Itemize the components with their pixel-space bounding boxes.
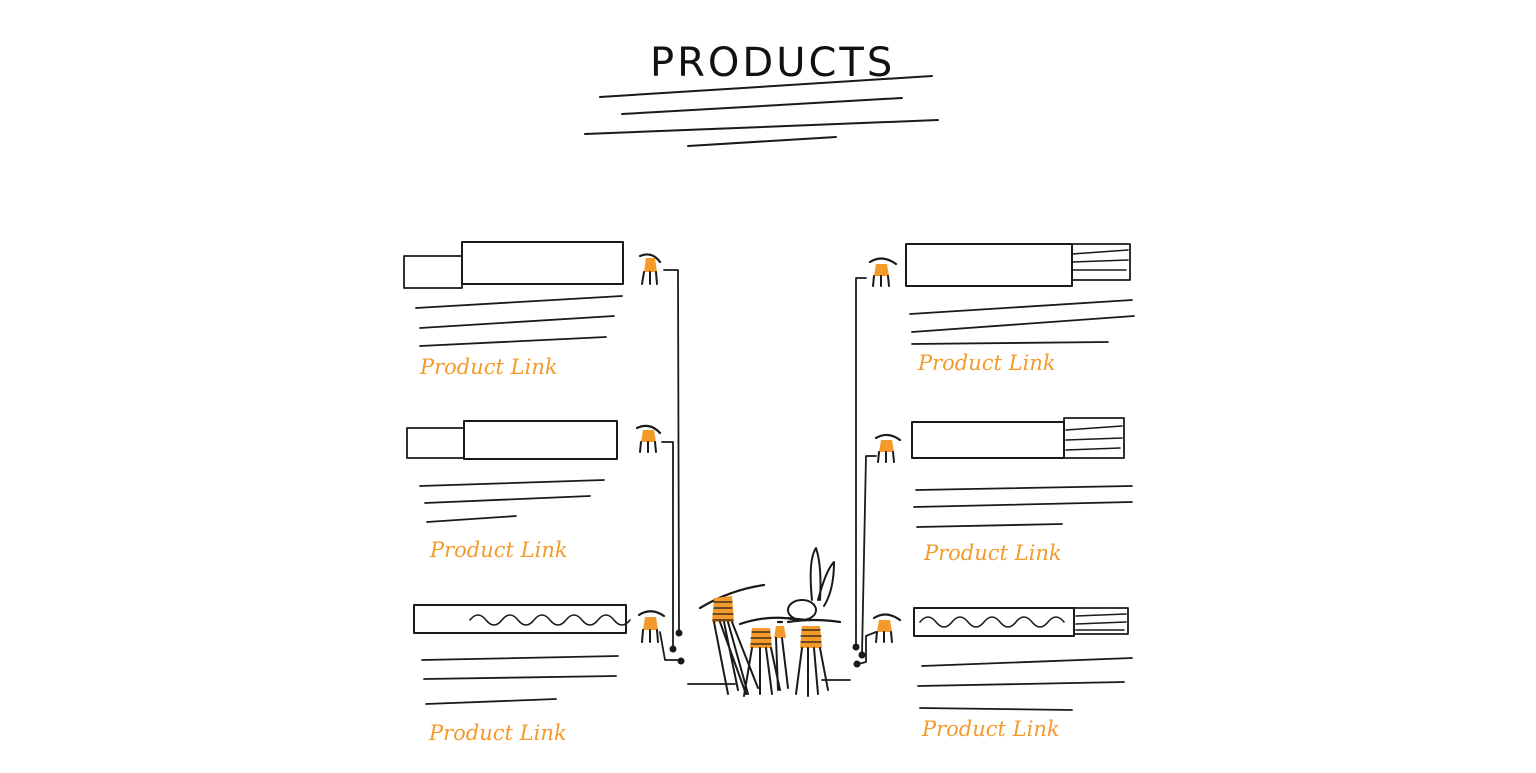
product-description-lines [917, 657, 1133, 711]
page-title: PRODUCTS [650, 40, 895, 86]
product-card[interactable]: Product Link [874, 417, 1133, 565]
product-column-left: Product Link Product Link [403, 241, 736, 745]
rocket-icon [638, 253, 662, 285]
product-image-placeholder [403, 241, 624, 289]
product-description-lines [415, 295, 623, 347]
product-image-placeholder [905, 243, 1131, 287]
product-link[interactable]: Product Link [917, 351, 1056, 375]
product-link[interactable]: Product Link [923, 541, 1062, 565]
rocket-icon [637, 610, 666, 643]
rocket-launch-illustration [698, 547, 842, 697]
rocket-icon [872, 613, 902, 643]
product-link[interactable]: Product Link [419, 355, 558, 379]
connector-lines-left [659, 269, 736, 685]
product-column-right: Product Link Product Link [821, 243, 1135, 741]
product-description-lines [913, 485, 1133, 528]
rocket-icon [635, 424, 662, 453]
product-description-lines [421, 655, 619, 705]
rocket-icon [874, 433, 902, 463]
product-link[interactable]: Product Link [428, 721, 567, 745]
product-description-lines [909, 299, 1135, 345]
connector-lines-right [821, 277, 877, 681]
rocket-icon [868, 257, 898, 287]
product-card[interactable]: Product Link [413, 604, 666, 745]
bunny-icon [787, 547, 835, 621]
product-image-placeholder [911, 417, 1125, 459]
product-link[interactable]: Product Link [921, 717, 1060, 741]
page-header: PRODUCTS [584, 40, 939, 147]
product-description-lines [419, 479, 605, 523]
product-card[interactable]: Product Link [868, 243, 1135, 375]
product-card[interactable]: Product Link [872, 607, 1133, 741]
product-card[interactable]: Product Link [403, 241, 662, 379]
rocket-icon [698, 583, 766, 695]
product-card[interactable]: Product Link [406, 420, 662, 562]
rocket-icon [786, 618, 842, 697]
intro-text-lines [584, 75, 939, 147]
product-image-placeholder [413, 604, 631, 634]
rocket-icon [774, 620, 789, 691]
product-image-placeholder [406, 420, 618, 460]
rocket-icon [738, 616, 800, 697]
product-link[interactable]: Product Link [429, 538, 568, 562]
product-image-placeholder [913, 607, 1129, 637]
